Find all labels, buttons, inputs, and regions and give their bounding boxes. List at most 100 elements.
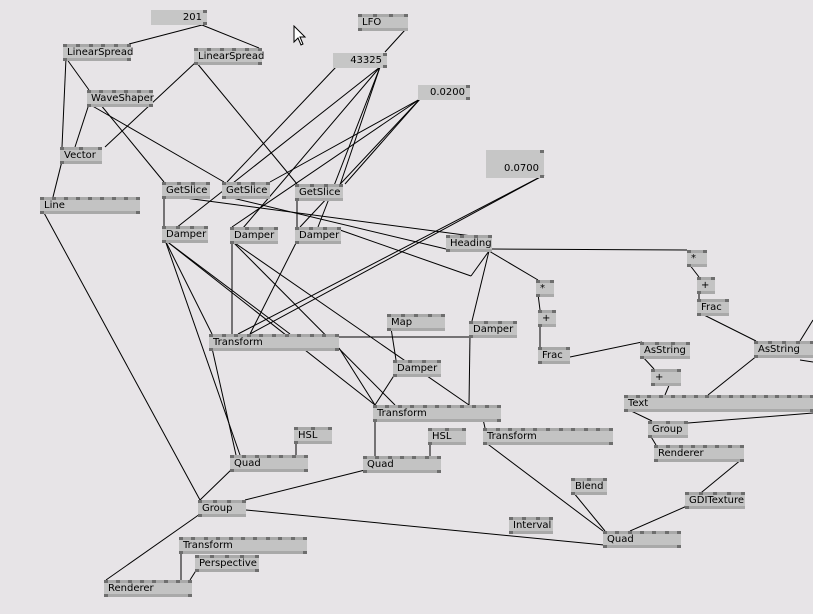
node-transform[interactable]: Transform bbox=[373, 405, 501, 422]
node-hsl[interactable]: HSL bbox=[428, 428, 466, 445]
node-quad[interactable]: Quad bbox=[363, 456, 441, 473]
node-group[interactable]: Group bbox=[198, 500, 246, 517]
node-[interactable]: + bbox=[538, 310, 556, 327]
wire[interactable] bbox=[74, 103, 90, 148]
wire[interactable] bbox=[164, 239, 376, 406]
node-getslice[interactable]: GetSlice bbox=[222, 182, 270, 199]
wire[interactable] bbox=[299, 98, 421, 228]
io-box-value[interactable]: 0.0700 bbox=[486, 150, 544, 178]
wire[interactable] bbox=[390, 327, 397, 361]
wire[interactable] bbox=[61, 57, 67, 148]
node-damper[interactable]: Damper bbox=[295, 227, 341, 244]
wire[interactable] bbox=[211, 347, 237, 456]
node-linearspread[interactable]: LinearSpread bbox=[63, 44, 133, 61]
wire[interactable] bbox=[169, 195, 473, 237]
node-damper[interactable]: Damper bbox=[162, 226, 208, 243]
wire[interactable] bbox=[164, 239, 291, 335]
node-getslice[interactable]: GetSlice bbox=[295, 184, 343, 201]
wire[interactable] bbox=[105, 513, 201, 581]
node-asstring[interactable]: AsString bbox=[640, 342, 690, 359]
wire[interactable] bbox=[471, 250, 490, 322]
wire[interactable] bbox=[195, 61, 298, 185]
wire[interactable] bbox=[231, 240, 470, 406]
node-renderer[interactable]: Renderer bbox=[654, 445, 744, 462]
wire[interactable] bbox=[199, 468, 233, 501]
node-[interactable]: + bbox=[697, 277, 715, 294]
node-asstring[interactable]: AsString bbox=[754, 341, 813, 358]
wire[interactable] bbox=[249, 240, 298, 335]
wire[interactable] bbox=[488, 250, 539, 281]
node-label: Damper bbox=[299, 230, 340, 241]
wire[interactable] bbox=[707, 354, 759, 396]
node-[interactable]: + bbox=[651, 369, 681, 386]
node-damper[interactable]: Damper bbox=[469, 321, 517, 338]
node-map[interactable]: Map bbox=[387, 314, 445, 331]
wire[interactable] bbox=[470, 250, 490, 277]
wire[interactable] bbox=[687, 412, 813, 424]
node-vector[interactable]: Vector bbox=[60, 147, 102, 164]
node-label: Perspective bbox=[199, 558, 257, 569]
io-box-value[interactable]: 43325 bbox=[333, 53, 387, 68]
io-box-value[interactable]: 201 bbox=[151, 10, 207, 25]
node-transform[interactable]: Transform bbox=[179, 537, 307, 554]
node-damper[interactable]: Damper bbox=[230, 227, 278, 244]
wire[interactable] bbox=[42, 210, 201, 501]
wire[interactable] bbox=[231, 240, 396, 406]
node-label: Vector bbox=[64, 150, 96, 161]
wire[interactable] bbox=[128, 24, 203, 45]
node-interval[interactable]: Interval bbox=[509, 517, 553, 534]
node-waveshaper[interactable]: WaveShaper bbox=[87, 90, 154, 107]
wire[interactable] bbox=[88, 103, 225, 183]
node-transform[interactable]: Transform bbox=[483, 428, 613, 445]
node-blend[interactable]: Blend bbox=[571, 478, 607, 495]
node-frac[interactable]: Frac bbox=[697, 299, 729, 316]
node-frac[interactable]: Frac bbox=[538, 347, 570, 364]
io-box-value[interactable]: 0.0200 bbox=[418, 85, 470, 100]
node-hsl[interactable]: HSL bbox=[294, 427, 332, 444]
wire[interactable] bbox=[226, 66, 337, 183]
wire[interactable] bbox=[245, 509, 605, 546]
wire[interactable] bbox=[384, 29, 406, 53]
node-lfo[interactable]: LFO bbox=[358, 14, 408, 31]
node-transform[interactable]: Transform bbox=[209, 334, 339, 351]
node-group[interactable]: Group bbox=[648, 421, 688, 438]
node-quad[interactable]: Quad bbox=[230, 455, 308, 472]
node-damper[interactable]: Damper bbox=[393, 360, 441, 377]
wire[interactable] bbox=[244, 469, 366, 501]
wire[interactable] bbox=[699, 312, 757, 342]
wire[interactable] bbox=[339, 229, 472, 277]
wire[interactable] bbox=[374, 373, 396, 406]
node-quad[interactable]: Quad bbox=[603, 531, 681, 548]
wire[interactable] bbox=[484, 441, 604, 532]
wire[interactable] bbox=[344, 98, 421, 185]
node-[interactable]: * bbox=[536, 280, 554, 297]
node-[interactable]: * bbox=[687, 250, 707, 267]
node-linearspread[interactable]: LinearSpread bbox=[194, 48, 264, 65]
node-getslice[interactable]: GetSlice bbox=[162, 182, 210, 199]
wire[interactable] bbox=[65, 57, 90, 91]
node-line[interactable]: Line bbox=[40, 197, 140, 214]
node-label: Frac bbox=[542, 350, 563, 361]
wire[interactable] bbox=[269, 98, 421, 183]
wire[interactable] bbox=[491, 248, 688, 251]
node-renderer[interactable]: Renderer bbox=[104, 580, 192, 597]
wire[interactable] bbox=[237, 174, 545, 335]
wire[interactable] bbox=[629, 505, 688, 532]
wire[interactable] bbox=[339, 66, 381, 186]
wire[interactable] bbox=[249, 174, 545, 335]
wire[interactable] bbox=[201, 24, 260, 49]
wire[interactable] bbox=[799, 319, 813, 342]
wire[interactable] bbox=[164, 239, 213, 335]
wire[interactable] bbox=[338, 347, 376, 406]
node-perspective[interactable]: Perspective bbox=[195, 555, 259, 572]
wire[interactable] bbox=[223, 195, 447, 250]
node-gditexture[interactable]: GDITexture bbox=[685, 492, 745, 509]
node-heading[interactable]: Heading bbox=[446, 235, 492, 252]
wire[interactable] bbox=[569, 341, 643, 358]
wire[interactable] bbox=[52, 160, 63, 198]
wire[interactable] bbox=[572, 491, 606, 532]
wire[interactable] bbox=[468, 334, 471, 406]
wire[interactable] bbox=[799, 359, 813, 363]
wire[interactable] bbox=[242, 66, 381, 229]
node-text[interactable]: Text bbox=[624, 395, 813, 412]
